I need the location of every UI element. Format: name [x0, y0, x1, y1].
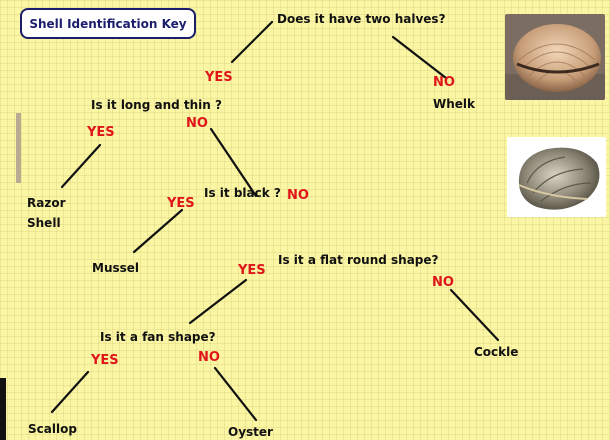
line-q5-yes — [50, 370, 90, 414]
branch-no-q2: NO — [186, 116, 208, 131]
question-flat-round: Is it a flat round shape? — [278, 253, 439, 267]
line-q1-no — [391, 35, 448, 80]
branch-yes-q3: YES — [167, 196, 195, 211]
left-edge-dark-fragment — [0, 378, 6, 440]
answer-mussel: Mussel — [92, 261, 140, 275]
left-edge-image-fragment — [16, 113, 21, 183]
answer-whelk: Whelk — [433, 97, 476, 111]
branch-no-q1: NO — [433, 75, 455, 90]
answer-razor-shell: Shell — [27, 216, 61, 230]
question-long-thin: Is it long and thin ? — [91, 98, 222, 112]
answer-scallop: Scallop — [28, 422, 77, 436]
line-q1-yes — [230, 20, 274, 64]
branch-no-q5: NO — [198, 350, 220, 365]
branch-yes-q4: YES — [238, 263, 266, 278]
line-q2-no — [209, 127, 258, 198]
question-two-halves: Does it have two halves? — [277, 12, 446, 26]
line-q5-no — [213, 366, 258, 422]
line-q4-yes — [188, 278, 248, 325]
branch-yes-q5: YES — [91, 353, 119, 368]
answer-oyster: Oyster — [228, 425, 273, 439]
line-q2-yes — [60, 143, 102, 189]
line-q3-yes — [132, 208, 184, 254]
answer-razor: Razor — [27, 196, 66, 210]
question-black: Is it black ? — [204, 186, 281, 200]
branch-no-q4: NO — [432, 275, 454, 290]
cockle-shell-photo — [505, 14, 605, 100]
answer-cockle: Cockle — [474, 345, 519, 359]
branch-yes-q1: YES — [205, 70, 233, 85]
branch-yes-q2: YES — [87, 125, 115, 140]
branch-no-q3: NO — [287, 188, 309, 203]
oyster-shell-photo — [507, 137, 606, 217]
line-q4-no — [449, 288, 500, 342]
question-fan-shape: Is it a fan shape? — [100, 330, 216, 344]
diagram-title: Shell Identification Key — [20, 8, 196, 39]
